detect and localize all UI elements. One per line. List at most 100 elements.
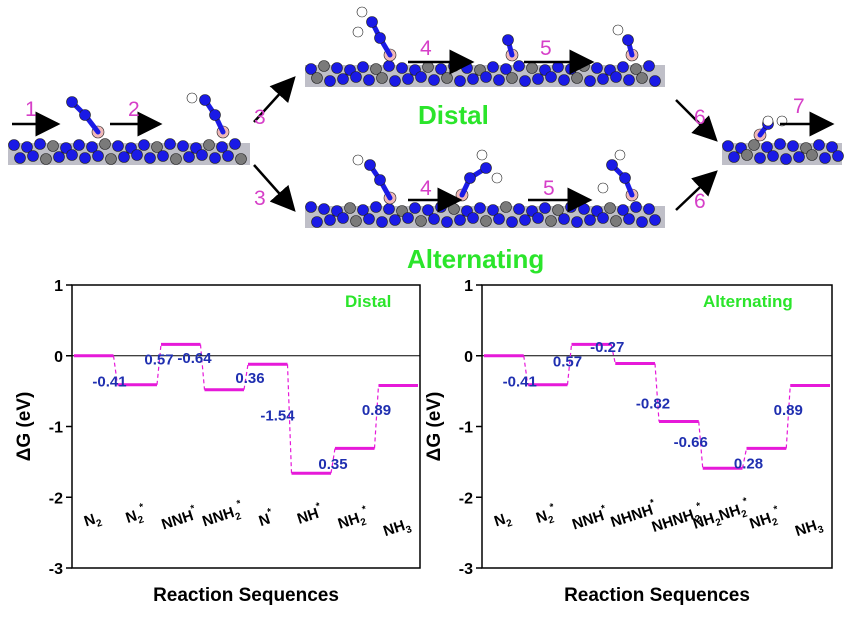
- alternating-energy-chart: 10-1-2-3ΔG (eV)Reaction SequencesAlterna…: [424, 278, 833, 606]
- nitrogen-atom: [79, 152, 91, 164]
- nitrogen-atom: [435, 63, 447, 75]
- nitrogen-atom: [565, 201, 577, 213]
- nitrogen-atom: [383, 203, 395, 215]
- y-tick-label: -2: [49, 490, 63, 507]
- nitrogen-atom: [532, 73, 544, 85]
- nitrogen-atom: [467, 73, 479, 85]
- nitrogen-atom: [435, 201, 447, 213]
- nitrogen-atom: [389, 75, 401, 87]
- category-label: N2: [82, 509, 104, 533]
- hydrogen-atom: [186, 92, 198, 104]
- y-tick-label: -2: [459, 490, 473, 507]
- nitrogen-atom: [584, 214, 596, 226]
- nitrogen-atom: [112, 140, 124, 152]
- nitrogen-atom: [722, 140, 734, 152]
- nitrogen-atom: [754, 152, 766, 164]
- carbon-atom: [545, 215, 557, 227]
- carbon-atom: [344, 202, 356, 214]
- carbon-atom: [40, 153, 52, 165]
- nitrogen-atom: [363, 213, 375, 225]
- nitrogen-atom: [8, 139, 20, 151]
- connector-line: [243, 364, 249, 390]
- carbon-atom: [636, 72, 648, 84]
- nitrogen-atom: [34, 138, 46, 150]
- y-tick-label: 0: [54, 349, 63, 366]
- carbon-atom: [448, 203, 460, 215]
- connector-line: [112, 355, 119, 385]
- nitrogen-atom: [53, 151, 65, 163]
- nitrogen-atom: [66, 96, 78, 108]
- nitrogen-atom: [222, 150, 234, 162]
- nitrogen-atom: [402, 73, 414, 85]
- nitrogen-atom: [480, 71, 492, 83]
- category-label: NH*: [294, 501, 325, 528]
- nitrogen-atom: [500, 63, 512, 75]
- connector-line: [199, 344, 206, 390]
- carbon-atom: [630, 63, 642, 75]
- carbon-atom: [604, 202, 616, 214]
- step-energy-label: 0.28: [734, 455, 763, 472]
- step-energy-label: -0.41: [503, 373, 537, 390]
- step-number: 5: [540, 37, 552, 60]
- step-energy-label: -0.66: [674, 434, 708, 451]
- carbon-atom: [99, 138, 111, 150]
- step-energy-label: 0.89: [774, 402, 803, 419]
- nitrogen-atom: [558, 213, 570, 225]
- alternating-pathway-label: Alternating: [407, 244, 544, 274]
- carbon-atom: [311, 72, 323, 84]
- nitrogen-atom: [597, 73, 609, 85]
- step-number: 4: [420, 177, 432, 200]
- y-tick-label: -3: [49, 561, 63, 578]
- nitrogen-atom: [584, 75, 596, 87]
- carbon-atom: [741, 149, 753, 161]
- nitrogen-atom: [767, 150, 779, 162]
- nitrogen-atom: [138, 139, 150, 151]
- nitrogen-atom: [357, 61, 369, 73]
- nitrogen-atom: [366, 16, 378, 28]
- nitrogen-atom: [177, 140, 189, 152]
- nitrogen-atom: [519, 75, 531, 87]
- nitrogen-atom: [813, 139, 825, 151]
- carbon-atom: [318, 60, 330, 72]
- step-number: 1: [25, 98, 37, 121]
- category-label: NH2NH2*: [690, 496, 753, 536]
- hydrogen-atom: [491, 172, 503, 184]
- nitrogen-atom: [209, 152, 221, 164]
- nitrogen-atom: [21, 141, 33, 153]
- step-energy-label: -0.27: [590, 339, 624, 356]
- arrow-step-3-down: [253, 164, 296, 212]
- nitrogen-atom: [383, 60, 395, 72]
- y-axis-label: ΔG (eV): [424, 392, 445, 462]
- nitrogen-atom: [502, 34, 514, 46]
- carbon-atom: [480, 215, 492, 227]
- step-number: 3: [254, 106, 266, 129]
- nitrogen-atom: [27, 150, 39, 162]
- hydrogen-atom: [597, 182, 609, 194]
- carbon-atom: [552, 204, 564, 216]
- nitrogen-atom: [374, 32, 386, 44]
- y-tick-label: 1: [464, 278, 473, 295]
- carbon-atom: [376, 72, 388, 84]
- nitrogen-atom: [506, 216, 518, 228]
- nitrogen-atom: [79, 109, 91, 121]
- nitrogen-atom: [545, 71, 557, 83]
- carbon-atom: [806, 149, 818, 161]
- plot-frame: [71, 284, 421, 569]
- nitrogen-atom: [558, 74, 570, 86]
- nitrogen-atom: [461, 62, 473, 74]
- nitrogen-atom: [337, 212, 349, 224]
- nitrogen-atom: [487, 204, 499, 216]
- nitrogen-atom: [571, 216, 583, 228]
- nitrogen-atom: [513, 203, 525, 215]
- y-tick-label: 1: [54, 278, 63, 295]
- carbon-atom: [370, 63, 382, 75]
- x-axis-label: Reaction Sequences: [564, 585, 750, 606]
- connector-line: [610, 344, 616, 364]
- nitrogen-atom: [623, 74, 635, 86]
- nitrogen-atom: [774, 138, 786, 150]
- carbon-atom: [748, 139, 760, 151]
- nitrogen-atom: [199, 94, 211, 106]
- nitrogen-atom: [118, 151, 130, 163]
- nitrogen-atom: [487, 61, 499, 73]
- nitrogen-atom: [144, 152, 156, 164]
